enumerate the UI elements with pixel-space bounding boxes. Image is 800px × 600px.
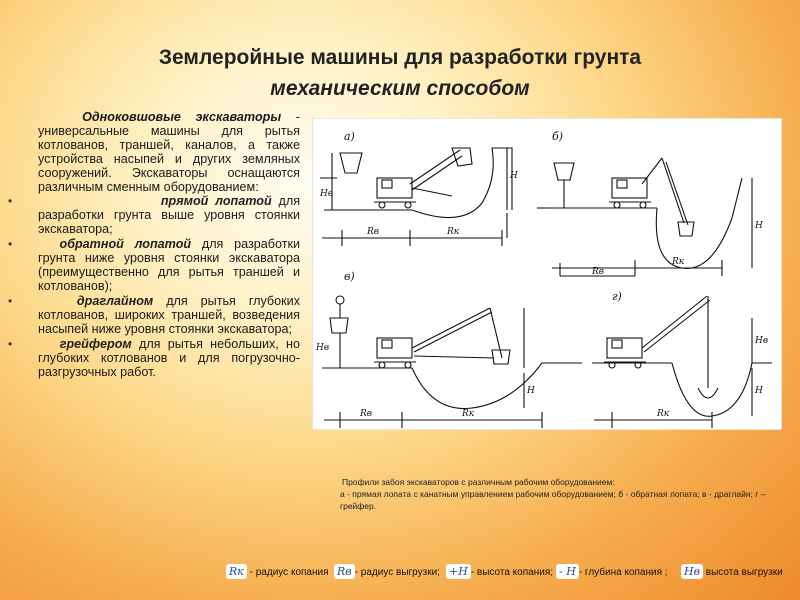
rk-symbol: Rк (226, 564, 247, 579)
legend-item-h-plus: +H- высота копания; (446, 564, 553, 579)
bullet-text: для разработки грунта ниже уровня стоянк… (38, 237, 301, 293)
panel-a-straight-shovel (320, 147, 513, 246)
legend-item-rv: Rв- радиус выгрузки; (334, 564, 440, 579)
panel-g-rk-label: Rк (656, 409, 670, 419)
panel-b-h-label: H (754, 221, 763, 231)
rk-text: - радиус копания (246, 567, 329, 578)
panel-a-rk-label: Rк (446, 227, 460, 237)
h-plus-text: - высота копания; (470, 567, 554, 578)
symbol-legend: Rк - радиус копания Rв- радиус выгрузки;… (226, 560, 796, 584)
h-plus-symbol: +H (446, 564, 471, 579)
bullet-text: для разработки грунта выше уровня стоянк… (38, 194, 301, 236)
panel-g-hv-label: Hв (754, 336, 768, 346)
figure-caption: Профили забоя экскаваторов с различным р… (330, 476, 780, 512)
equipment-list: прямой лопатой для разработки грунта выш… (8, 194, 301, 379)
bullet-term: прямой лопатой (160, 194, 272, 208)
list-item: грейфером для рытья небольших, но глубок… (8, 337, 300, 379)
legend-item-h-minus: - H- глубина копания ; (556, 564, 668, 579)
bullet-text: для рытья глубоких котлованов, широких т… (38, 294, 300, 336)
legend-item-hv: Hв высота выгрузки (681, 564, 783, 579)
intro-paragraph: Одноковшовые экскаваторы - универсальные… (38, 110, 300, 194)
panel-v-dragline (322, 295, 582, 428)
legend-item-rk: Rк - радиус копания (226, 564, 329, 579)
intro-body: - универсальные машины для рытья котлова… (38, 110, 300, 194)
caption-line-2: а - прямая лопата с канатным управлением… (340, 489, 766, 511)
hv-symbol: Hв (681, 564, 703, 579)
panel-b-label: б) (552, 130, 563, 143)
panel-g-h-label: H (754, 386, 763, 396)
panel-b-rv-label: Rв (591, 267, 604, 277)
page-subtitle: механическим способом (270, 77, 530, 100)
panel-v-rv-label: Rв (359, 409, 372, 419)
bullet-term: обратной лопатой (59, 237, 192, 251)
list-item: прямой лопатой для разработки грунта выш… (8, 194, 301, 236)
panel-a-h-label: H (509, 171, 518, 181)
rv-symbol: Rв (334, 564, 355, 579)
bullet-text: для рытья небольших, но глубоких котлова… (38, 337, 300, 379)
bullet-term: драглайном (76, 294, 154, 308)
panel-g-label: г) (612, 290, 622, 303)
intro-lead: Одноковшовые экскаваторы (82, 110, 282, 124)
page-title: Землеройные машины для разработки грунта (158, 46, 642, 69)
panel-v-h-label: H (526, 386, 535, 396)
panel-g-grab (592, 295, 772, 428)
panel-v-label: в) (344, 270, 355, 283)
panel-b-rk-label: Rк (671, 257, 685, 267)
panel-b-backhoe (537, 157, 753, 277)
excavator-profiles-diagram: а) б) в) г) Rв Rк Hв H Rв Rк H Rв Rк Hв … (312, 118, 782, 430)
h-minus-symbol: - H (556, 564, 579, 579)
panel-a-label: а) (344, 130, 355, 143)
h-minus-text: - глубина копания ; (578, 567, 668, 578)
bullet-term: грейфером (59, 337, 132, 351)
list-item: драглайном для рытья глубоких котлованов… (8, 294, 300, 336)
panel-v-rk-label: Rк (461, 409, 475, 419)
panel-v-hv-label: Hв (315, 343, 329, 353)
list-item: обратной лопатой для разработки грунта н… (8, 237, 301, 293)
description-text: Одноковшовые экскаваторы - универсальные… (8, 110, 301, 380)
hv-text: высота выгрузки (703, 567, 783, 578)
caption-line-1: Профили забоя экскаваторов с различным р… (342, 477, 615, 487)
panel-a-hv-label: Hв (319, 189, 333, 199)
panel-a-rv-label: Rв (366, 227, 379, 237)
rv-text: - радиус выгрузки; (354, 567, 440, 578)
